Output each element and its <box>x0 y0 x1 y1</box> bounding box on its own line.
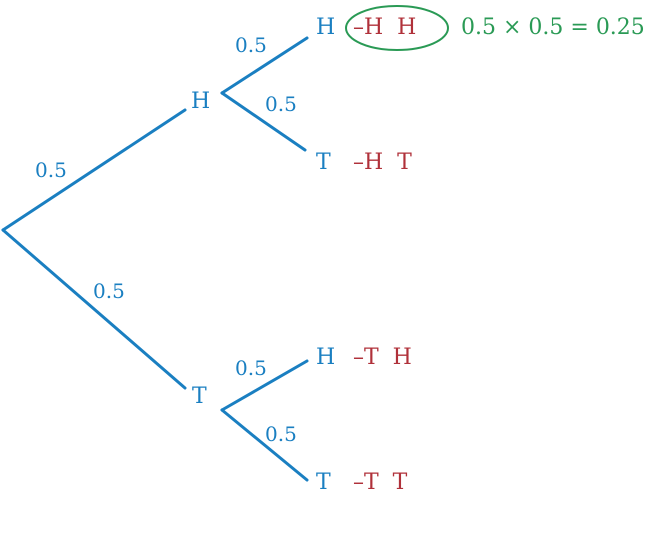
leaf-tt: T <box>316 470 331 495</box>
node-h: H <box>191 89 211 114</box>
outcome-tt: –T T <box>353 470 408 495</box>
leaf-hh: H <box>316 15 336 40</box>
branch-h-h <box>220 36 309 95</box>
highlight-ellipse <box>345 5 449 51</box>
prob-h-t: 0.5 <box>265 92 297 116</box>
branch-t-t <box>220 408 309 482</box>
branch-t-h <box>220 359 309 412</box>
leaf-ht: T <box>316 150 331 175</box>
branch-h-t <box>220 91 307 152</box>
prob-h-h: 0.5 <box>235 33 267 57</box>
node-t: T <box>192 384 207 409</box>
prob-t-h: 0.5 <box>235 356 267 380</box>
branch-root-h <box>1 108 187 232</box>
outcome-ht: –H T <box>353 150 412 175</box>
outcome-th: –T H <box>353 345 412 370</box>
leaf-th: H <box>316 345 336 370</box>
branch-root-t <box>1 228 187 390</box>
prob-root-h: 0.5 <box>35 158 67 182</box>
prob-t-t: 0.5 <box>265 422 297 446</box>
highlight-calculation: 0.5 × 0.5 = 0.25 <box>461 15 645 40</box>
outcome-hh: –H H <box>353 15 417 40</box>
prob-root-t: 0.5 <box>93 279 125 303</box>
